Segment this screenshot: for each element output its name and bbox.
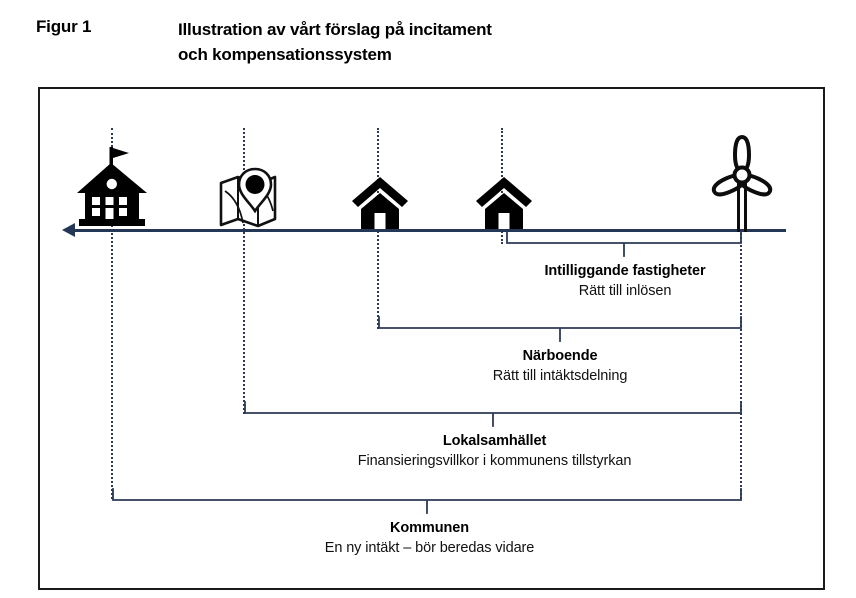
bracket-label-lokalsamhallet: Lokalsamhället Finansieringsvillkor i ko… bbox=[352, 431, 637, 471]
guide-line-vindkraftverk bbox=[740, 229, 742, 499]
bracket-subtitle: Finansieringsvillkor i kommunens tillsty… bbox=[357, 453, 632, 469]
figure-number-label: Figur 1 bbox=[36, 17, 92, 36]
map-pin-icon bbox=[218, 167, 280, 236]
bracket-title: Närboende bbox=[522, 348, 598, 364]
figure-heading: Figur 1 Illustration av vårt förslag på … bbox=[0, 0, 856, 86]
house-icon bbox=[351, 175, 409, 236]
bracket-label-narboende: Närboende Rätt till intäktsdelning bbox=[420, 346, 700, 386]
bracket-subtitle: Rätt till intäktsdelning bbox=[492, 368, 628, 384]
bracket-title: Intilliggande fastigheter bbox=[544, 263, 706, 279]
house-icon bbox=[475, 175, 533, 236]
bracket-subtitle: Rätt till inlösen bbox=[578, 283, 672, 299]
figure-frame: Intilliggande fastigheter Rätt till inlö… bbox=[38, 87, 825, 590]
bracket-title: Lokalsamhället bbox=[442, 433, 547, 449]
figure-canvas: Intilliggande fastigheter Rätt till inlö… bbox=[40, 89, 823, 588]
guide-line-kommun bbox=[111, 128, 113, 499]
wind-turbine-icon bbox=[705, 133, 779, 238]
bracket-label-intilliggande-fastigheter: Intilliggande fastigheter Rätt till inlö… bbox=[485, 261, 765, 301]
bracket-lokalsamhallet bbox=[243, 400, 745, 428]
bracket-intilliggande-fastigheter bbox=[505, 230, 745, 258]
figure-title: Illustration av vårt förslag på incitame… bbox=[178, 17, 818, 67]
guide-line-lokalsamhalle bbox=[243, 128, 245, 414]
figure-title-line-1: Illustration av vårt förslag på incitame… bbox=[178, 20, 492, 39]
bracket-label-kommunen: Kommunen En ny intäkt – bör beredas vida… bbox=[287, 518, 572, 558]
timeline-axis bbox=[68, 229, 786, 232]
bracket-kommunen bbox=[111, 487, 745, 515]
figure-title-line-2: och kompensationssystem bbox=[178, 45, 392, 64]
bracket-narboende bbox=[377, 315, 745, 343]
bracket-subtitle: En ny intäkt – bör beredas vidare bbox=[324, 540, 535, 556]
school-building-icon bbox=[73, 145, 151, 236]
bracket-title: Kommunen bbox=[390, 520, 469, 536]
timeline-arrow-left-icon bbox=[62, 223, 75, 237]
